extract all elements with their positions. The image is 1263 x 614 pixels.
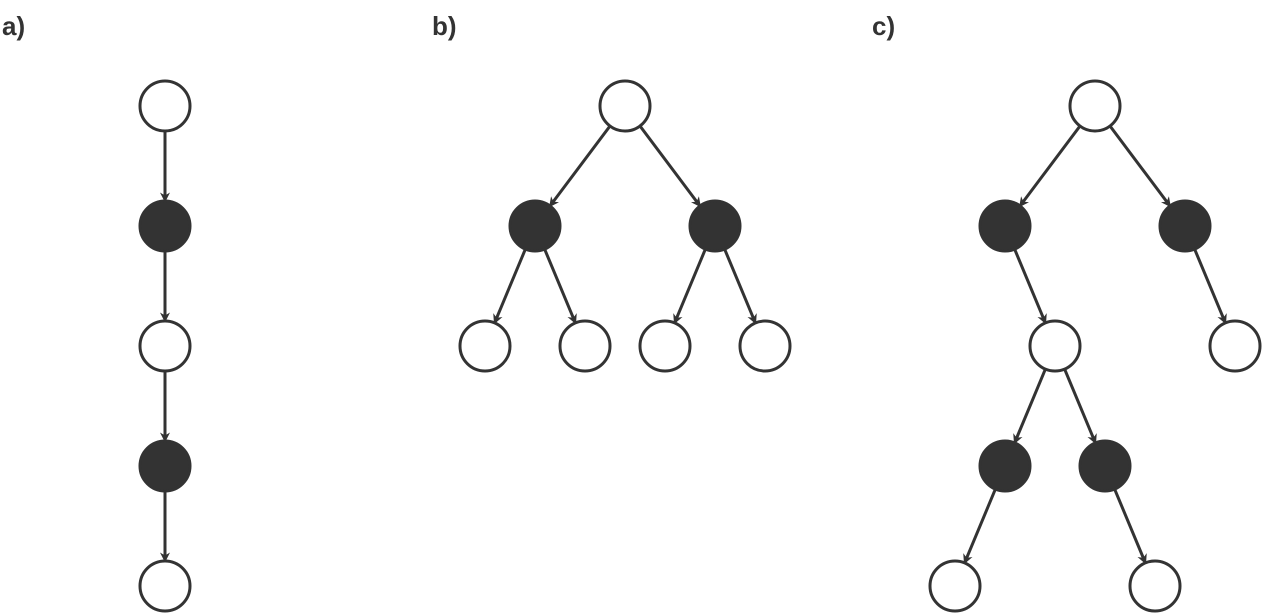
panel-c: c) [872, 11, 1262, 613]
panel-a: a) [2, 11, 192, 613]
panel-a-nodes [138, 79, 192, 613]
filled-node-a2 [138, 199, 192, 253]
panel-c-edges [963, 125, 1227, 565]
edge-b3-b7 [723, 248, 757, 325]
edge-c3-c5 [1193, 248, 1227, 325]
panel-c-label: c) [872, 11, 895, 41]
open-node-c4 [1028, 319, 1082, 373]
filled-node-c6 [978, 439, 1032, 493]
panel-a-label: a) [2, 11, 25, 41]
edge-c6-c8 [963, 488, 997, 565]
open-node-b4 [458, 319, 512, 373]
edge-c2-c4 [1013, 248, 1047, 325]
edge-b2-b4 [493, 248, 527, 325]
open-node-c1 [1068, 79, 1122, 133]
panel-b-nodes [458, 79, 792, 373]
edge-b1-b2 [548, 125, 612, 208]
panel-b-label: b) [432, 11, 457, 41]
open-node-b6 [638, 319, 692, 373]
open-node-c9 [1128, 559, 1182, 613]
panel-c-nodes [928, 79, 1262, 613]
open-node-a5 [138, 559, 192, 613]
panel-b-edges [493, 125, 757, 325]
filled-node-c2 [978, 199, 1032, 253]
open-node-b7 [738, 319, 792, 373]
panel-b: b) [432, 11, 792, 373]
edge-b3-b6 [673, 248, 707, 325]
filled-node-a4 [138, 439, 192, 493]
edge-c7-c9 [1113, 488, 1147, 565]
edge-c1-c3 [1108, 125, 1172, 208]
filled-node-c3 [1158, 199, 1212, 253]
filled-node-c7 [1078, 439, 1132, 493]
filled-node-b3 [688, 199, 742, 253]
edge-c4-c7 [1063, 368, 1097, 445]
open-node-c5 [1208, 319, 1262, 373]
edge-c4-c6 [1013, 368, 1047, 445]
open-node-b1 [598, 79, 652, 133]
open-node-a1 [138, 79, 192, 133]
open-node-c8 [928, 559, 982, 613]
edge-b1-b3 [638, 125, 702, 208]
filled-node-b2 [508, 199, 562, 253]
edge-b2-b5 [543, 248, 577, 325]
open-node-b5 [558, 319, 612, 373]
edge-c1-c2 [1018, 125, 1082, 208]
open-node-a3 [138, 319, 192, 373]
